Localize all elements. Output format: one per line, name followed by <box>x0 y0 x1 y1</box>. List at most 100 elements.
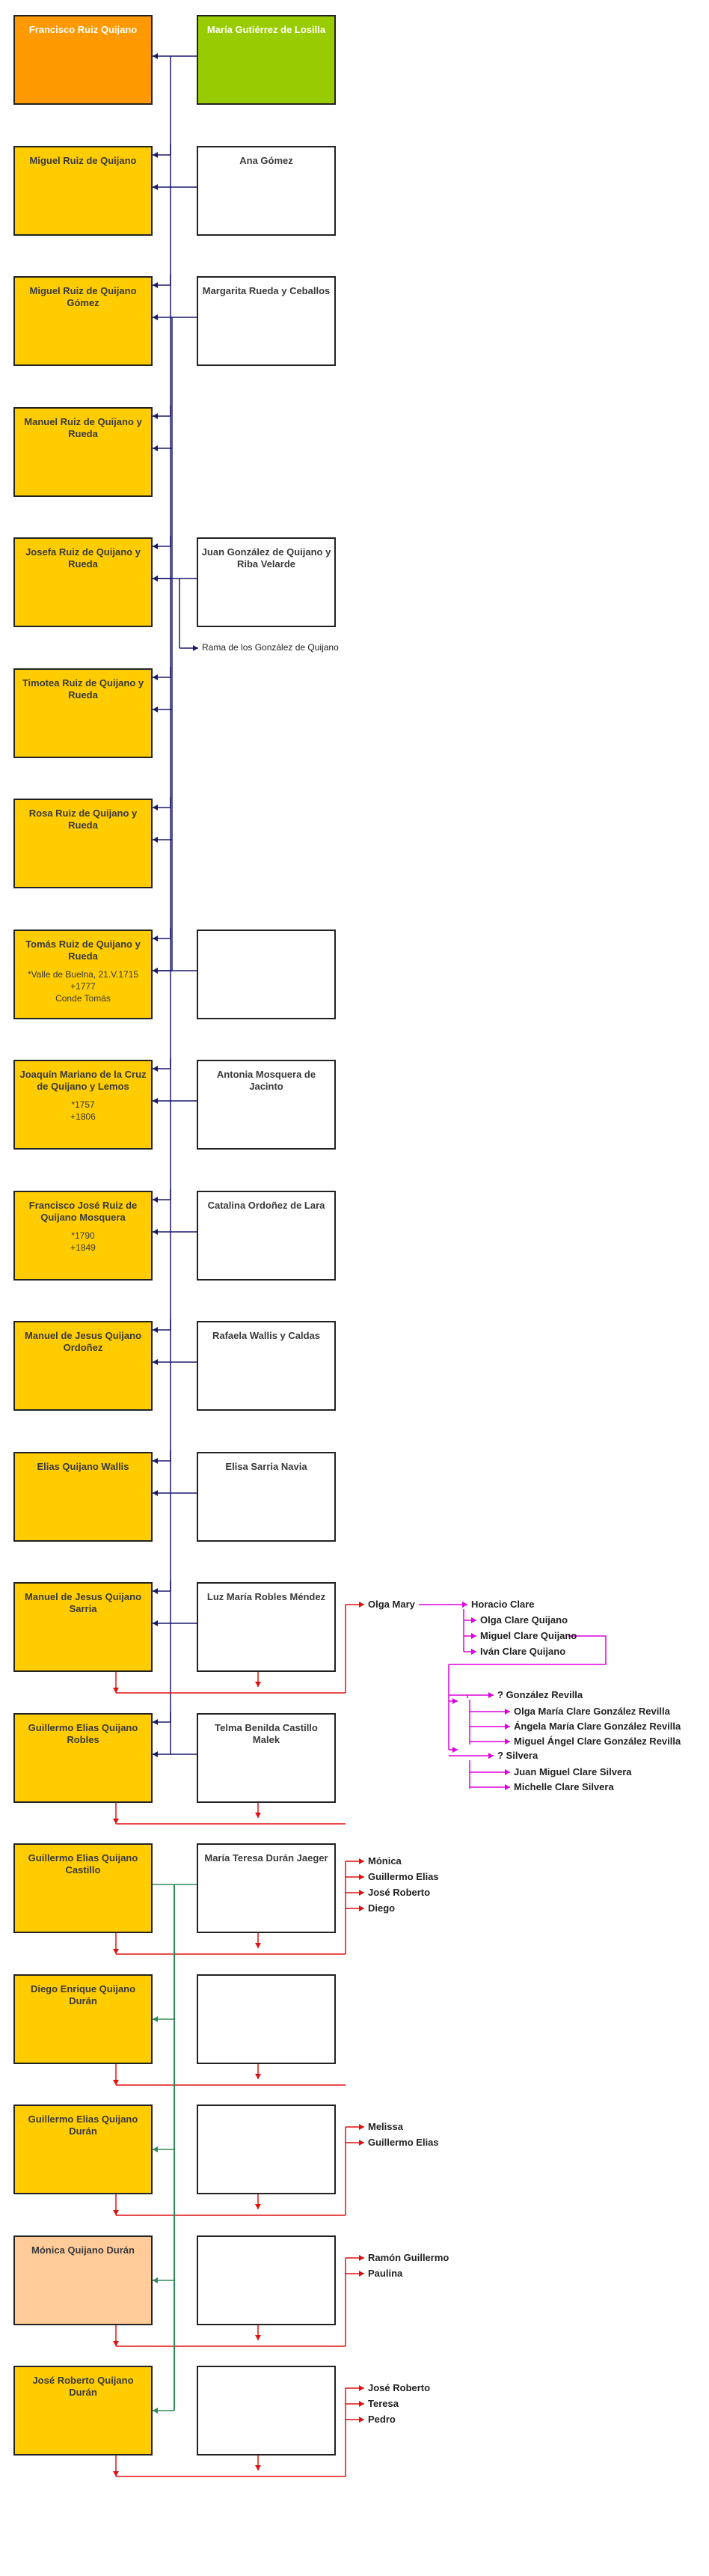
person-name: Timotea Ruiz de Quijano y Rueda <box>22 677 144 701</box>
arrowhead <box>113 2341 119 2346</box>
spouse-box: María Teresa Durán Jaeger <box>197 1843 336 1933</box>
arrowhead <box>153 1751 158 1757</box>
arrowhead <box>113 2210 119 2215</box>
clare-grandchild: Olga María Clare González Revilla <box>514 1706 670 1717</box>
arrowhead <box>153 837 158 843</box>
person-name: Margarita Rueda y Ceballos <box>202 285 331 296</box>
person-box: Tomás Ruiz de Quijano y Rueda *Valle de B… <box>13 930 153 1019</box>
arrowhead <box>471 1633 476 1639</box>
spouse-box: Juan González de Quijano y Riba Velarde <box>197 537 336 627</box>
spouse-box <box>197 1974 336 2064</box>
arrowhead <box>153 706 158 712</box>
arrowhead <box>113 2080 119 2085</box>
spouse-box: Catalina Ordoñez de Lara <box>197 1191 336 1281</box>
person-name: Josefa Ruiz de Quijano y Rueda <box>25 546 141 570</box>
person-name: Tomás Ruiz de Quijano y Rueda <box>25 938 141 962</box>
arrowhead <box>153 2277 158 2283</box>
arrowhead <box>153 1359 158 1365</box>
person-name: Miguel Ruiz de Quijano <box>29 155 137 166</box>
descent-arrow <box>153 1197 158 1203</box>
descent-arrow <box>153 543 158 549</box>
spouse-box: Telma Benilda Castillo Malek <box>197 1713 336 1803</box>
person-details: *1790 <box>71 1230 95 1241</box>
descent-arrow <box>153 282 158 288</box>
arrowhead <box>488 1692 494 1698</box>
arrowhead <box>359 2385 364 2391</box>
person-name: José Roberto Quijano Durán <box>32 2375 134 2398</box>
branch-note: Rama de los González de Quijano <box>202 642 339 653</box>
person-name: Manuel de Jesus Quijano Sarria <box>24 1591 142 1614</box>
arrowhead <box>505 1784 510 1790</box>
arrowhead <box>505 1739 510 1745</box>
person-name: Rafaela Wallis y Caldas <box>212 1330 321 1341</box>
person-box: Diego Enrique Quijano Durán <box>13 1974 153 2064</box>
spouse-label: ? Silvera <box>497 1750 538 1761</box>
person-name: Diego Enrique Quijano Durán <box>30 1983 136 2006</box>
person-box: José Roberto Quijano Durán <box>13 2366 153 2456</box>
arrowhead <box>462 1602 467 1608</box>
person-name: Antonia Mosquera de Jacinto <box>216 1069 316 1092</box>
person-name: María Gutiérrez de Losilla <box>206 24 326 35</box>
descent-arrow <box>153 936 158 941</box>
person-name: Francisco José Ruiz de Quijano Mosquera <box>28 1200 138 1223</box>
descent-arrow <box>153 1327 158 1333</box>
person-details: *1757 <box>71 1099 95 1110</box>
arrowhead <box>359 1905 364 1911</box>
descent-arrow <box>153 1458 158 1464</box>
descent-arrow <box>153 1066 158 1072</box>
spouse-box: Rafaela Wallis y Caldas <box>197 1321 336 1411</box>
person-name: Joaquín Mariano de la Cruz de Quijano y … <box>19 1069 147 1092</box>
person-name: Ana Gómez <box>239 155 293 166</box>
person-box: Manuel de Jesus Quijano Ordoñez <box>13 1321 153 1411</box>
arrowhead <box>255 1682 261 1687</box>
arrowhead <box>359 2124 364 2130</box>
person-details: Conde Tomás <box>55 993 111 1004</box>
arrowhead <box>153 53 158 59</box>
spouse-box: Antonia Mosquera de Jacinto <box>197 1060 336 1150</box>
descent-arrow <box>153 805 158 811</box>
person-box: Guillermo Elias Quijano Durán <box>13 2105 153 2194</box>
person-box: Miguel Ruiz de Quijano <box>13 146 153 236</box>
person-name: Guillermo Elias Quijano Durán <box>28 2113 138 2137</box>
arrowhead <box>505 1709 510 1715</box>
person-name: Telma Benilda Castillo Malek <box>215 1722 318 1745</box>
arrowhead <box>153 968 158 974</box>
person-details: +1777 <box>70 981 96 992</box>
clare-child: Iván Clare Quijano <box>480 1646 566 1657</box>
person-name: Rosa Ruiz de Quijano y Rueda <box>28 808 138 831</box>
arrowhead <box>359 2140 364 2146</box>
person-name: Mónica Quijano Durán <box>31 2244 135 2256</box>
arrowhead <box>452 1747 458 1753</box>
spouse-box: María Gutiérrez de Losilla <box>197 15 336 105</box>
arrowhead <box>153 576 158 582</box>
spouse-box <box>197 2235 336 2325</box>
person-name: Guillermo Elias Quijano Castillo <box>28 1852 138 1875</box>
person-box: Mónica Quijano Durán <box>13 2235 153 2325</box>
person-details: *Valle de Buelna, 21.V.1715 <box>27 969 139 980</box>
arrowhead <box>359 1858 364 1864</box>
arrowhead <box>471 1617 476 1623</box>
arrowhead <box>153 2016 158 2022</box>
spouse-box <box>197 2366 336 2456</box>
arrowhead <box>488 1753 494 1759</box>
child-name: Paulina <box>368 2268 403 2279</box>
person-box: Josefa Ruiz de Quijano y Rueda <box>13 537 153 627</box>
arrowhead <box>153 1490 158 1496</box>
person-name: Miguel Ruiz de Quijano Gómez <box>29 285 137 308</box>
person-name: Juan González de Quijano y Riba Velarde <box>201 546 331 570</box>
arrowhead <box>505 1724 510 1730</box>
child-name: Guillermo Elias <box>368 2137 439 2148</box>
arrowhead <box>359 1890 364 1896</box>
arrowhead <box>359 2255 364 2261</box>
child-name: Guillermo Elias <box>368 1871 439 1882</box>
child-name: Teresa <box>368 2398 399 2409</box>
person-box: Guillermo Elias Quijano Robles <box>13 1713 153 1803</box>
person-box: Manuel de Jesus Quijano Sarria <box>13 1582 153 1672</box>
arrowhead <box>153 576 158 582</box>
clare-child: Miguel Clare Quijano <box>480 1630 577 1641</box>
person-box: Manuel Ruiz de Quijano y Rueda <box>13 407 153 497</box>
arrowhead <box>193 645 198 651</box>
person-box: Francisco Ruiz Quijano <box>13 15 153 105</box>
arrowhead <box>153 445 158 451</box>
